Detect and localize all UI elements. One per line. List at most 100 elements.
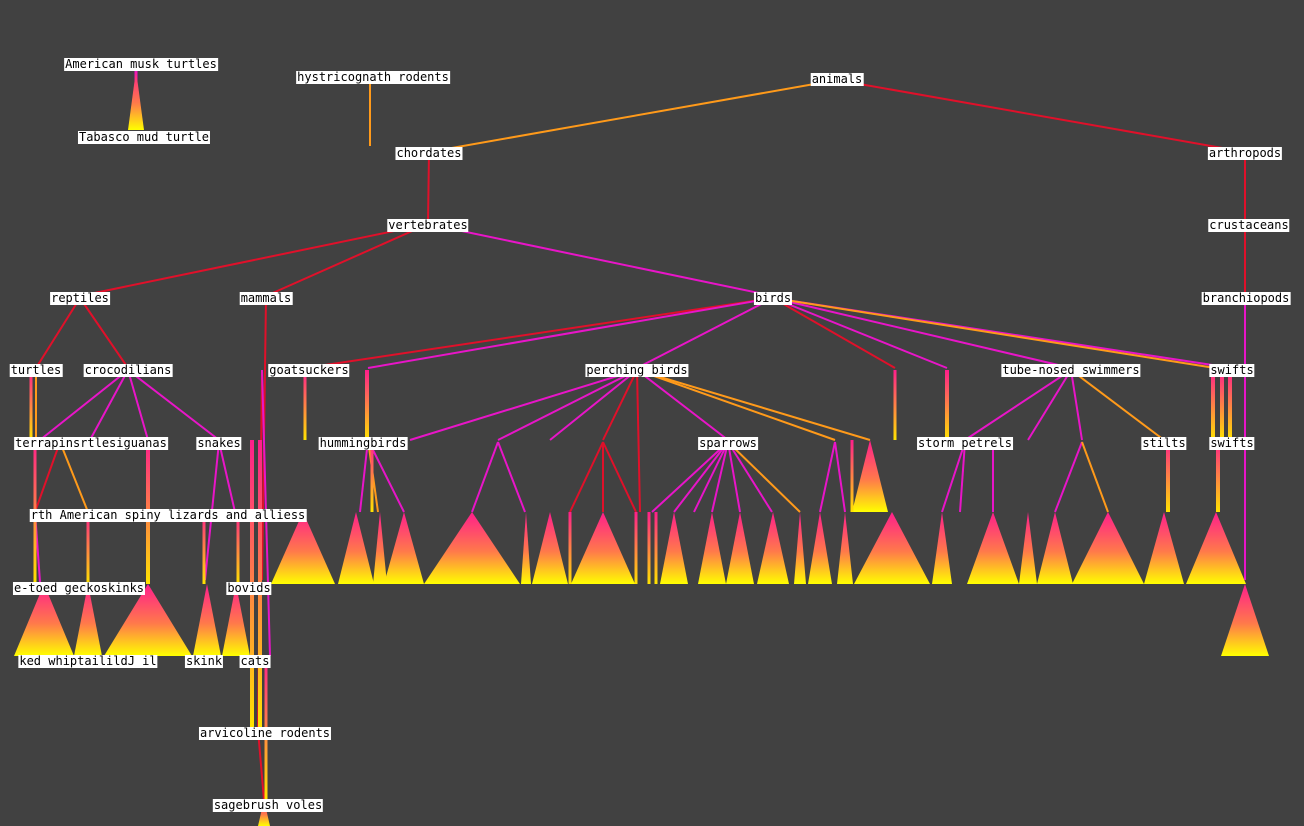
subtree-fan[interactable] [1072, 512, 1144, 584]
tree-edge [819, 441, 836, 513]
tree-edge [127, 369, 220, 441]
subtree-fan[interactable] [1186, 512, 1246, 584]
subtree-fan[interactable] [726, 512, 754, 584]
tree-edge [693, 441, 729, 513]
leaf-stem [370, 440, 374, 512]
node-animals[interactable]: animals [810, 72, 864, 86]
tree-edge [964, 369, 1072, 441]
node-mammals[interactable]: mammals [239, 291, 293, 305]
node-sagebrush-voles[interactable]: sagebrush voles [212, 798, 324, 812]
subtree-fan[interactable] [384, 512, 424, 584]
node-branchiopods[interactable]: branchiopods [1201, 291, 1291, 305]
node-tabasco-mud-turtle[interactable]: Tabasco mud turtle [77, 130, 211, 144]
node-stilts[interactable]: stilts [1141, 436, 1187, 450]
tree-edge [772, 297, 896, 369]
node-storm-petrels[interactable]: storm petrels [917, 436, 1013, 450]
leaf-stem [647, 512, 651, 584]
node-bovids[interactable]: bovids [226, 581, 272, 595]
node-spiny-lizards[interactable]: rth American spiny lizards and alliess [29, 508, 307, 522]
subtree-fan[interactable] [1144, 512, 1184, 584]
tree-edge [79, 297, 129, 369]
leaf-stem [303, 370, 307, 440]
tree-edge [367, 439, 405, 513]
tree-edge [471, 441, 499, 513]
subtree-fan[interactable] [104, 584, 192, 656]
node-terrapins-cluster[interactable]: terrapinsrtlesiguanas [14, 436, 168, 450]
subtree-fan[interactable] [698, 512, 726, 584]
subtree-fan[interactable] [128, 70, 144, 130]
subtree-fan[interactable] [1019, 512, 1037, 584]
tree-edge [941, 441, 966, 513]
subtree-fan[interactable] [1037, 512, 1073, 584]
leaf-stem [1216, 440, 1220, 512]
node-hystricognath-rodents[interactable]: hystricognath rodents [296, 70, 450, 84]
tree-edges [34, 70, 1246, 801]
node-arvicoline-rodents[interactable]: arvicoline rodents [198, 726, 332, 740]
tree-edge [34, 441, 61, 513]
leaf-stem [568, 512, 572, 584]
subtree-fan[interactable] [808, 512, 832, 584]
subtree-fan[interactable] [258, 800, 270, 826]
tree-edge [834, 441, 846, 513]
subtree-fan[interactable] [852, 440, 888, 512]
node-tube-nosed-swimmers[interactable]: tube-nosed swimmers [1001, 363, 1141, 377]
subtree-fan[interactable] [932, 512, 952, 584]
leaf-stem [236, 512, 240, 584]
node-snakes[interactable]: snakes [196, 436, 242, 450]
tree-edge [636, 297, 774, 369]
node-reptiles[interactable]: reptiles [50, 291, 110, 305]
node-vertebrates[interactable]: vertebrates [387, 218, 469, 232]
node-swifts-inner[interactable]: swifts [1209, 436, 1255, 450]
subtree-fan[interactable] [424, 512, 520, 584]
subtree-fan[interactable] [222, 584, 250, 656]
subtree-fan[interactable] [837, 512, 853, 584]
tree-edge [1027, 369, 1072, 441]
node-chordates[interactable]: chordates [395, 146, 463, 160]
tree-edge [127, 369, 149, 441]
subtree-fan[interactable] [757, 512, 789, 584]
subtree-fan[interactable] [532, 512, 568, 584]
node-crustaceans[interactable]: crustaceans [1208, 218, 1290, 232]
node-arthropods[interactable]: arthropods [1207, 146, 1283, 160]
node-crocodilians[interactable]: crocodilians [83, 363, 173, 377]
node-birds[interactable]: birds [753, 291, 793, 305]
leaf-stem [1228, 370, 1232, 440]
tree-edge [304, 297, 774, 369]
node-hummingbirds[interactable]: hummingbirds [318, 436, 408, 450]
subtree-fan[interactable] [1221, 584, 1269, 656]
tree-edge [265, 223, 429, 297]
subtree-fan[interactable] [854, 512, 930, 584]
tree-edge [602, 369, 638, 441]
node-american-musk-turtles[interactable]: American musk turtles [64, 57, 218, 71]
leaf-stem [945, 370, 949, 440]
tree-edge [636, 369, 836, 441]
subtree-fan[interactable] [967, 512, 1019, 584]
tree-edge [409, 369, 638, 441]
node-sparrows[interactable]: sparrows [698, 436, 758, 450]
subtree-fan[interactable] [193, 584, 221, 656]
subtree-fan[interactable] [521, 512, 531, 584]
tree-edge [59, 441, 89, 513]
tree-edge [497, 369, 638, 441]
tree-edge [427, 223, 774, 297]
node-geckos-skinks[interactable]: e-toed geckoskinks [12, 581, 146, 595]
subtree-fan[interactable] [14, 584, 74, 656]
subtree-fan[interactable] [338, 512, 374, 584]
leaf-stem [634, 512, 638, 584]
node-cats[interactable]: cats [239, 654, 271, 668]
subtree-fan[interactable] [571, 512, 635, 584]
node-skink[interactable]: skink [184, 654, 224, 668]
tree-edge [1070, 369, 1083, 441]
tree-edge [89, 369, 129, 441]
tree-edge [772, 297, 1072, 369]
node-swifts[interactable]: swifts [1209, 363, 1255, 377]
subtree-fan[interactable] [271, 512, 335, 584]
subtree-fan[interactable] [794, 512, 806, 584]
node-turtles[interactable]: turtles [9, 363, 63, 377]
subtree-fan[interactable] [373, 512, 387, 584]
node-perching-birds[interactable]: perching birds [585, 363, 689, 377]
node-goatsuckers[interactable]: goatsuckers [268, 363, 350, 377]
node-whiptail-cluster[interactable]: ked whiptailildJ il [18, 654, 158, 668]
subtree-fan[interactable] [74, 584, 102, 656]
subtree-fan[interactable] [660, 512, 688, 584]
